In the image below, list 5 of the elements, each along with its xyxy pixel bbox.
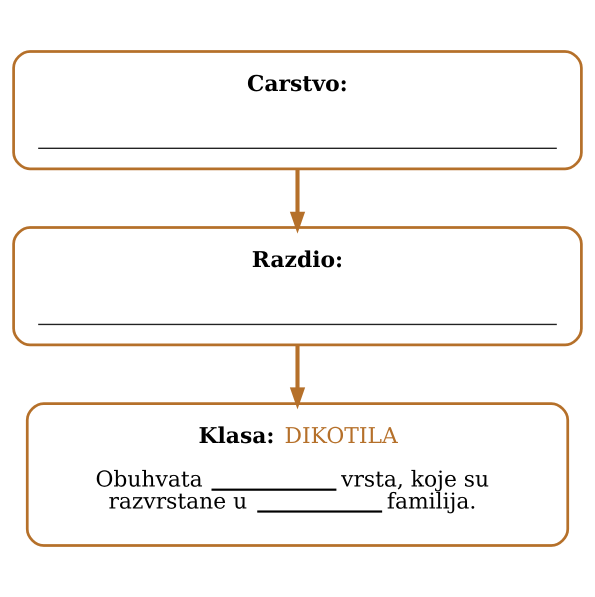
node-box: Razdio: (12, 226, 583, 346)
arrow (290, 169, 306, 234)
node-box: Klasa: DIKOTILA Obuhvata vrsta, koje su razvrstane u familija. (26, 402, 570, 547)
node-box: Carstvo: (12, 50, 583, 170)
arrow (290, 345, 306, 410)
